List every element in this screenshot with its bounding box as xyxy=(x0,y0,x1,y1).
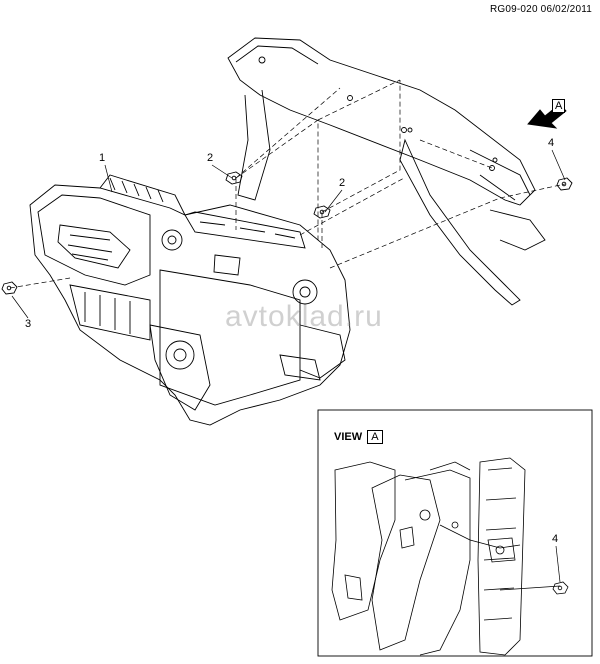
view-a-inset-frame xyxy=(317,409,593,657)
bolt-4-view xyxy=(552,581,569,595)
view-arrow-letter: A xyxy=(552,99,566,113)
view-a-word: VIEW xyxy=(334,431,363,443)
hvac-module-assembly xyxy=(29,174,351,426)
bolt-3 xyxy=(1,281,18,295)
callout-1: 1 xyxy=(99,152,106,164)
view-a-label: VIEW A xyxy=(334,430,383,444)
view-arrow-label: A xyxy=(552,96,566,114)
callout-4: 4 xyxy=(548,137,555,149)
callout-4-view: 4 xyxy=(552,533,559,545)
callout-3: 3 xyxy=(25,318,32,330)
fasteners xyxy=(1,95,573,295)
watermark: avtoklad.ru xyxy=(225,300,383,333)
alignment-lines xyxy=(9,79,566,289)
drawing-code: RG09-020 06/02/2011 xyxy=(489,4,592,15)
callout-2b: 2 xyxy=(339,177,346,189)
nut-2b xyxy=(313,205,331,219)
view-a-detail-drawing xyxy=(331,457,569,656)
callout-2a: 2 xyxy=(207,152,214,164)
view-a-letter: A xyxy=(367,430,383,444)
bolt-4 xyxy=(556,177,573,191)
cross-car-beam xyxy=(227,37,546,306)
nut-2a xyxy=(225,171,243,185)
leader-lines xyxy=(11,149,566,583)
